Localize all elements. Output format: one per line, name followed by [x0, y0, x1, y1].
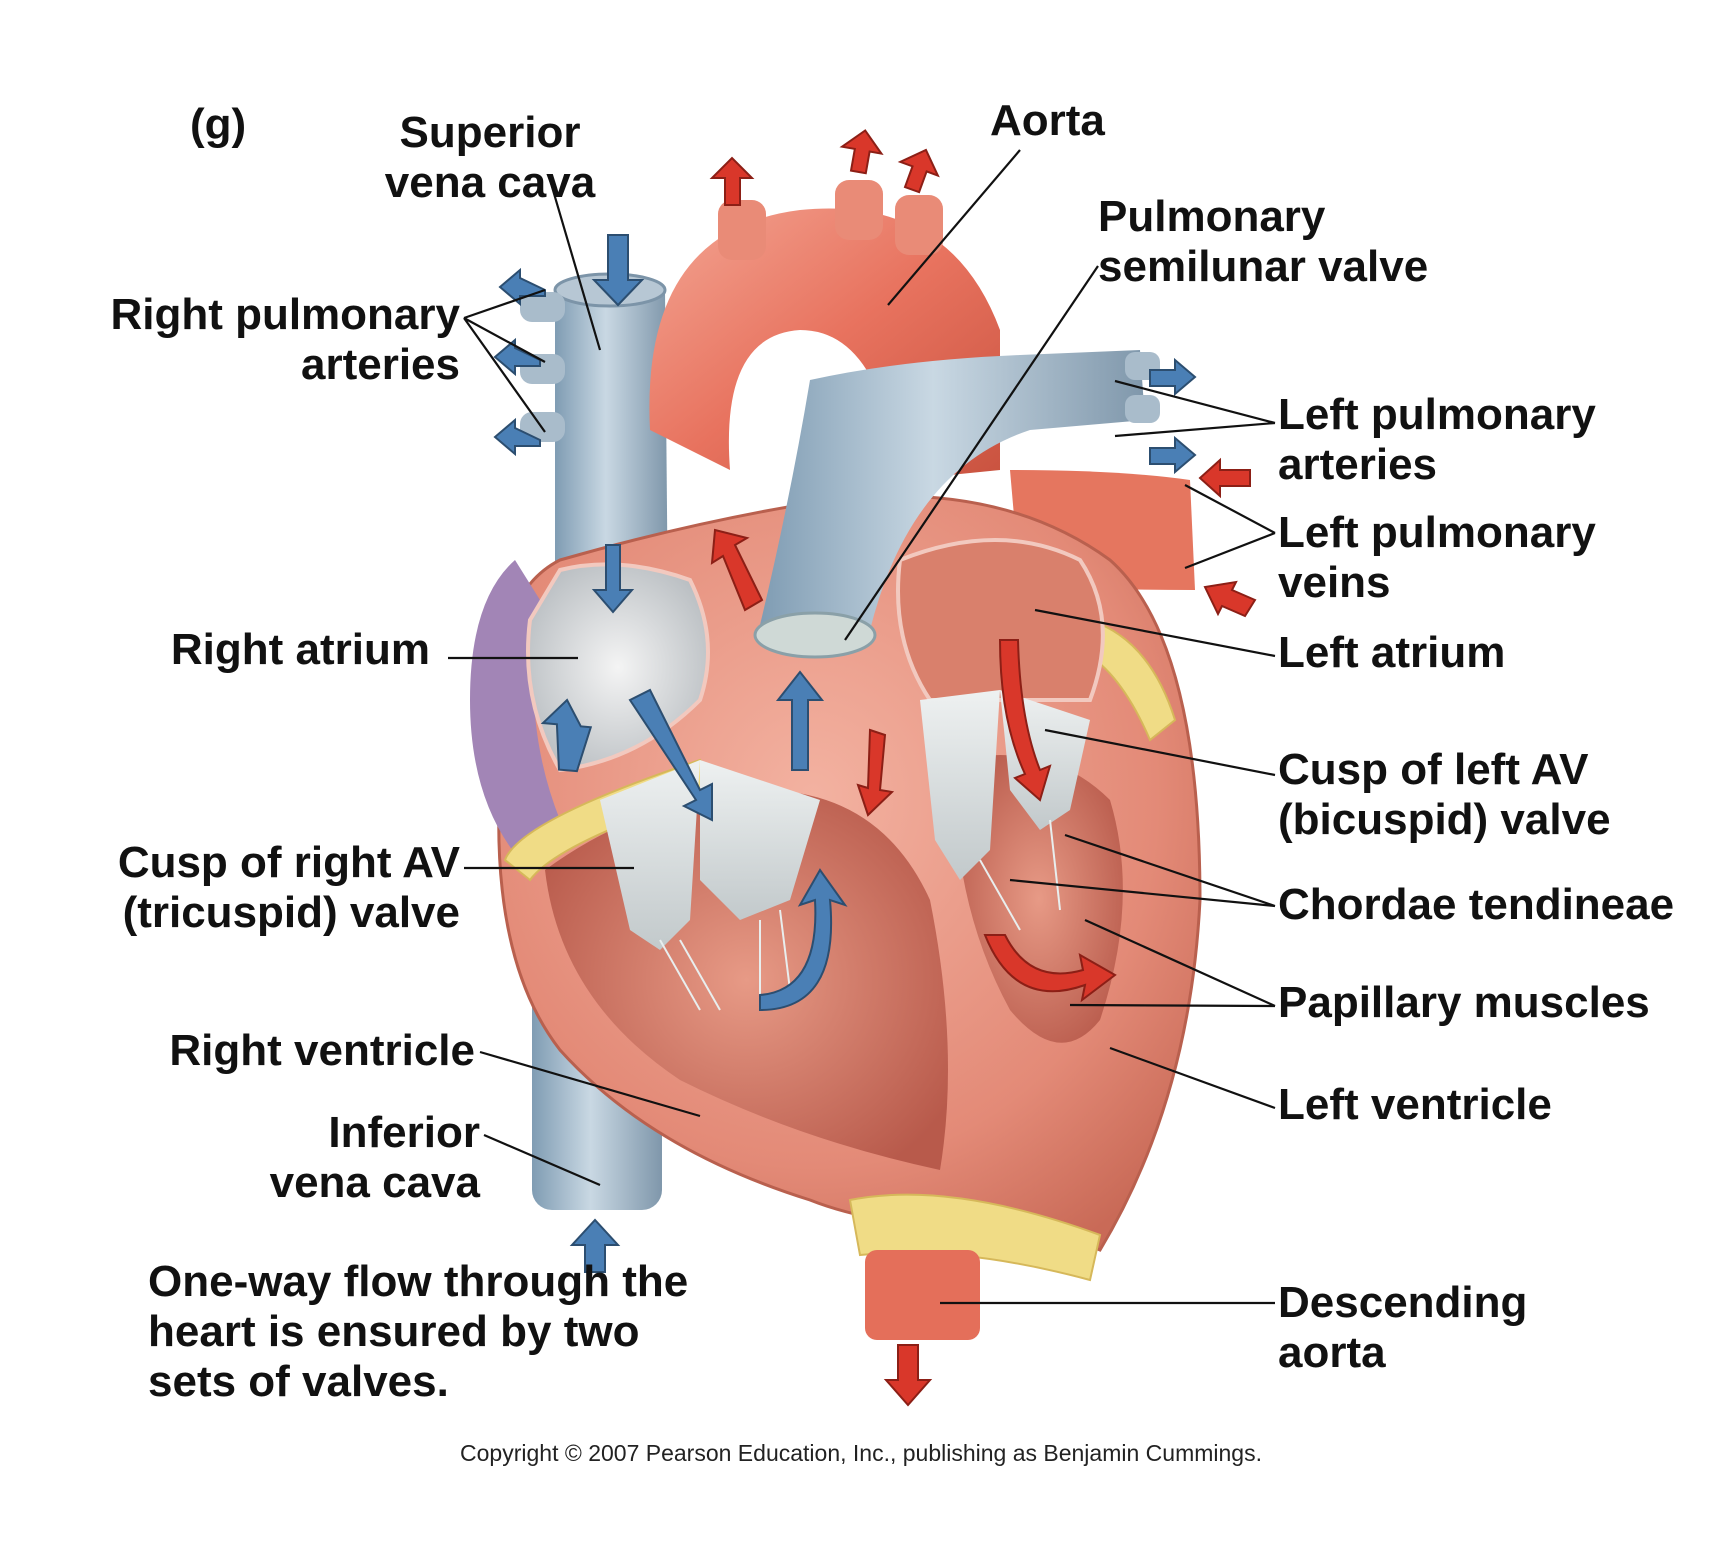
label-line: Chordae tendineae: [1278, 880, 1675, 929]
label-descending-aorta: Descending aorta: [1278, 1278, 1527, 1378]
label-line: veins: [1278, 558, 1391, 607]
blood-flow-arrow-icon: [493, 234, 1197, 1273]
label-line: Right pulmonary: [110, 290, 460, 339]
superior-vena-cava: [520, 272, 668, 620]
copyright-notice: Copyright © 2007 Pearson Education, Inc.…: [460, 1440, 1262, 1466]
label-cusp-left-av: Cusp of left AV (bicuspid) valve: [1278, 745, 1611, 845]
label-inferior-vena-cava: Inferior vena cava: [180, 1108, 480, 1208]
caption: One-way flow through the heart is ensure…: [148, 1257, 688, 1407]
label-line: Left pulmonary: [1278, 390, 1596, 439]
label-left-ventricle: Left ventricle: [1278, 1080, 1552, 1130]
label-line: (bicuspid) valve: [1278, 795, 1611, 844]
label-left-pulmonary-arteries: Left pulmonary arteries: [1278, 390, 1596, 490]
label-right-atrium: Right atrium: [100, 625, 430, 675]
label-right-ventricle: Right ventricle: [80, 1026, 475, 1076]
label-line: Pulmonary: [1098, 192, 1326, 241]
caption-line: One-way flow through the: [148, 1257, 689, 1306]
label-cusp-right-av: Cusp of right AV (tricuspid) valve: [40, 838, 460, 938]
label-line: semilunar valve: [1098, 242, 1429, 291]
label-papillary-muscles: Papillary muscles: [1278, 978, 1650, 1028]
label-right-pulmonary-arteries: Right pulmonary arteries: [60, 290, 460, 390]
label-line: Left ventricle: [1278, 1080, 1552, 1129]
label-line: Superior: [399, 108, 581, 157]
leader-lines: [448, 149, 1276, 1305]
caption-line: heart is ensured by two: [148, 1307, 640, 1356]
caption-line: sets of valves.: [148, 1357, 449, 1406]
panel-letter: (g): [190, 100, 247, 149]
label-chordae-tendineae: Chordae tendineae: [1278, 880, 1674, 930]
tricuspid-valve: [600, 760, 820, 950]
descending-aorta: [865, 1250, 980, 1340]
chordae-tendineae: [659, 819, 1061, 1011]
pulmonary-trunk: [753, 350, 1160, 659]
left-atrium-chamber: [896, 538, 1105, 702]
label-line: Left atrium: [1278, 628, 1506, 677]
label-line: Right ventricle: [169, 1026, 475, 1075]
label-left-atrium: Left atrium: [1278, 628, 1505, 678]
label-line: Inferior: [328, 1108, 480, 1157]
label-superior-vena-cava: Superior vena cava: [375, 108, 605, 208]
label-line: Cusp of left AV: [1278, 745, 1589, 794]
blood-flow-arrow-icon: [709, 129, 1257, 1407]
label-line: vena cava: [384, 158, 596, 207]
label-line: vena cava: [269, 1158, 480, 1207]
label-line: Papillary muscles: [1278, 978, 1650, 1027]
label-line: arteries: [1278, 440, 1438, 489]
label-left-pulmonary-veins: Left pulmonary veins: [1278, 508, 1596, 608]
label-line: arteries: [300, 340, 460, 389]
label-line: Aorta: [990, 96, 1105, 145]
label-line: Right atrium: [170, 625, 430, 674]
label-line: Cusp of right AV: [117, 838, 460, 887]
label-aorta: Aorta: [990, 96, 1105, 146]
label-pulmonary-semilunar-valve: Pulmonary semilunar valve: [1098, 192, 1428, 292]
label-line: aorta: [1278, 1328, 1386, 1377]
label-line: (tricuspid) valve: [122, 888, 460, 937]
label-line: Descending: [1278, 1278, 1528, 1327]
label-line: Left pulmonary: [1278, 508, 1596, 557]
